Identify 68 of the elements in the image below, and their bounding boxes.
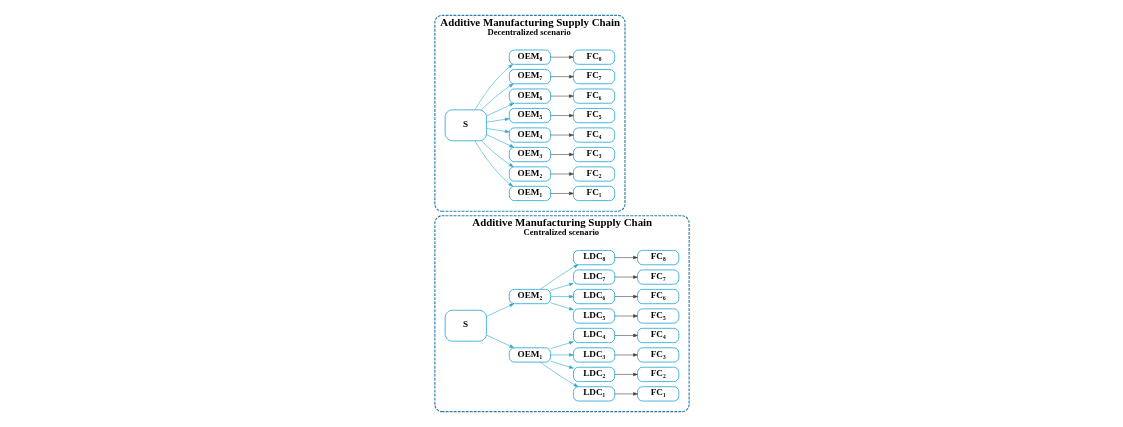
node-box: OEM₂ <box>508 166 551 182</box>
node-box: FC₁ <box>572 185 615 202</box>
node-box: S <box>444 109 487 142</box>
arrow <box>539 264 578 290</box>
node-box: LDC₈ <box>572 250 615 266</box>
arrow <box>480 83 514 111</box>
node-box: FC₄ <box>572 127 615 143</box>
node-box: FC₅ <box>572 108 615 124</box>
node-box: S <box>444 309 487 342</box>
arrow <box>485 334 514 349</box>
node-box: LDC₇ <box>572 269 615 285</box>
arrow <box>549 360 574 369</box>
arrow <box>613 275 638 279</box>
node-box: LDC₂ <box>572 366 615 382</box>
node-box: LDC₃ <box>572 347 615 363</box>
arrow <box>539 361 578 387</box>
node-box: OEM₆ <box>508 88 551 104</box>
arrow <box>549 172 574 176</box>
arrow <box>549 191 574 196</box>
node-box: FC₆ <box>572 88 615 104</box>
node-box: FC₂ <box>572 166 615 182</box>
arrow <box>549 353 574 357</box>
node-box: OEM₁ <box>508 347 551 363</box>
arrow <box>549 94 574 98</box>
node-box: FC₇ <box>636 269 679 285</box>
node-box: OEM₇ <box>508 69 551 85</box>
arrow <box>613 333 638 338</box>
arrow <box>549 133 574 137</box>
node-box: FC₈ <box>572 49 615 65</box>
node-box: LDC₆ <box>572 288 615 305</box>
arrow <box>549 341 574 349</box>
node-box: FC₃ <box>636 347 679 363</box>
node-box: OEM₄ <box>508 127 551 143</box>
arrow <box>474 140 513 187</box>
node-box: FC₆ <box>636 288 679 305</box>
node-box: LDC₅ <box>572 308 615 324</box>
arrow <box>549 55 574 59</box>
node-box: LDC₄ <box>572 327 615 344</box>
arrow <box>485 303 514 317</box>
arrow <box>485 134 514 148</box>
arrow <box>613 372 638 377</box>
node-box: FC₈ <box>636 250 679 266</box>
node-box: FC₁ <box>636 386 679 402</box>
node-box: OEM₈ <box>508 49 551 65</box>
arrow <box>613 314 638 318</box>
arrow <box>474 64 513 111</box>
node-box: OEM₁ <box>508 185 551 202</box>
arrow <box>485 117 509 123</box>
arrow <box>549 294 574 299</box>
arrow <box>613 392 638 396</box>
node-box: FC₄ <box>636 327 679 344</box>
node-box: FC₂ <box>636 366 679 382</box>
arrow <box>613 294 638 299</box>
node-box: FC₃ <box>572 146 615 163</box>
node-box: LDC₁ <box>572 386 615 402</box>
arrow <box>549 302 574 311</box>
arrow <box>549 282 574 291</box>
arrow <box>485 103 514 117</box>
arrow <box>480 140 514 168</box>
node-box: OEM₅ <box>508 108 551 124</box>
node-box: FC₅ <box>636 308 679 324</box>
arrow <box>613 255 638 260</box>
node-box: FC₇ <box>572 69 615 85</box>
arrow <box>485 128 509 133</box>
arrow <box>549 113 574 118</box>
arrow <box>549 74 574 79</box>
arrow <box>549 152 574 157</box>
arrow <box>613 353 638 357</box>
